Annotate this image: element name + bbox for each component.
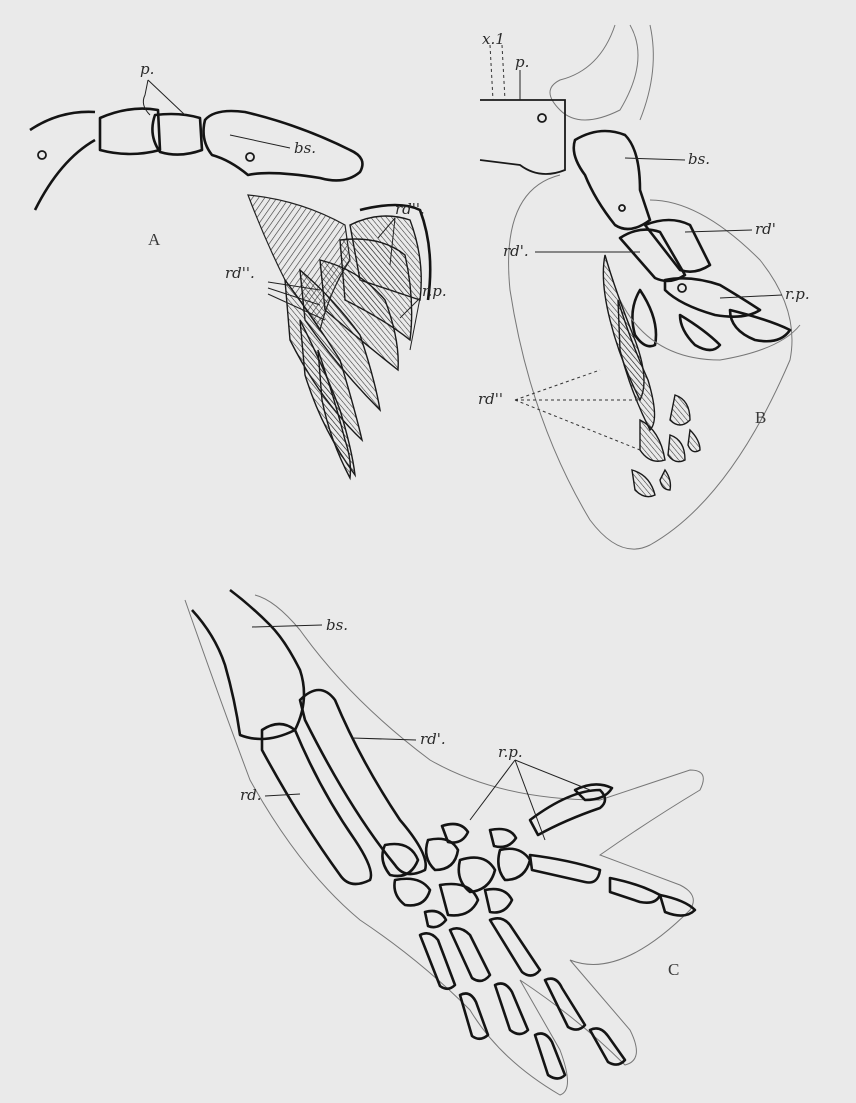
panel-a: p. bs. rd''. rd''. r.p. A (30, 60, 447, 478)
carpal-c-4 (498, 849, 530, 880)
dermal-ray-b-6 (688, 430, 700, 452)
carpal-c-9 (485, 889, 512, 912)
digit-c-low2-2 (545, 979, 585, 1030)
panel-letter-a: A (148, 230, 161, 249)
basal-a (204, 111, 363, 180)
digit-c-mid-3 (660, 895, 695, 916)
panel-letter-b: B (755, 408, 766, 427)
digit-c-low1-3 (535, 1034, 565, 1079)
label-b-rd2: rd'' (478, 390, 503, 408)
label-c-rd: rd. (240, 786, 262, 804)
label-c-bs: bs. (326, 616, 348, 634)
panel-letter-c: C (668, 960, 679, 979)
label-c-rp: r.p. (498, 743, 523, 761)
digit-c-low1-2 (495, 984, 528, 1034)
dermal-ray-b-7 (632, 470, 655, 497)
digit-c-low1-1 (450, 928, 490, 981)
label-a-bs: bs. (294, 139, 316, 157)
dermal-ray-b-5 (668, 435, 685, 462)
hand-outline-c (185, 595, 703, 1095)
dermal-ray-b-8 (660, 470, 670, 490)
digit-c-low3-1 (420, 933, 455, 988)
label-c-rd1: rd'. (420, 730, 446, 748)
label-b-p: p. (515, 53, 529, 71)
carpal-c-5 (442, 824, 468, 843)
label-a-rd2-left: rd''. (225, 264, 255, 282)
basal-b (574, 131, 650, 229)
radial-b-1 (620, 230, 685, 281)
label-a-p: p. (140, 60, 154, 78)
label-b-rp: r.p. (785, 285, 810, 303)
label-b-x: x.1 (482, 30, 505, 48)
carpal-c-7 (394, 879, 430, 906)
label-b-rd1-left: rd'. (503, 242, 529, 260)
foramen-a-left (38, 151, 46, 159)
lobe-b-2 (680, 315, 720, 350)
dermal-ray-b-2 (618, 300, 655, 430)
digit-c-mid-2 (610, 878, 660, 903)
label-a-rp: r.p. (422, 282, 447, 300)
carpal-c-10 (425, 911, 446, 927)
digit-c-mid-1 (530, 855, 600, 883)
carpal-c-6 (490, 829, 516, 847)
lobe-b-1 (632, 290, 656, 346)
foramen-b-basal (619, 205, 625, 211)
basal-c (192, 590, 304, 739)
carpal-c-8 (440, 884, 478, 915)
lobe-b-3 (730, 310, 790, 341)
dermal-ray-b-3 (670, 395, 690, 425)
label-b-rd1-right: rd' (755, 220, 776, 238)
label-b-bs: bs. (688, 150, 710, 168)
panel-c: bs. rd'. rd. r.p. C (185, 590, 703, 1095)
foramen-b-girdle (538, 114, 546, 122)
digit-c-upper-1 (530, 790, 605, 835)
label-a-rd2-upper: rd''. (395, 200, 425, 218)
digit-c-low2-1 (490, 918, 540, 975)
radial-c-1 (262, 724, 371, 884)
pro-block-1 (100, 109, 160, 154)
foramen-a (246, 153, 254, 161)
panel-b: x.1 p. bs. rd' rd'. r.p. rd'' B (478, 25, 810, 549)
foramen-b-radial (678, 284, 686, 292)
